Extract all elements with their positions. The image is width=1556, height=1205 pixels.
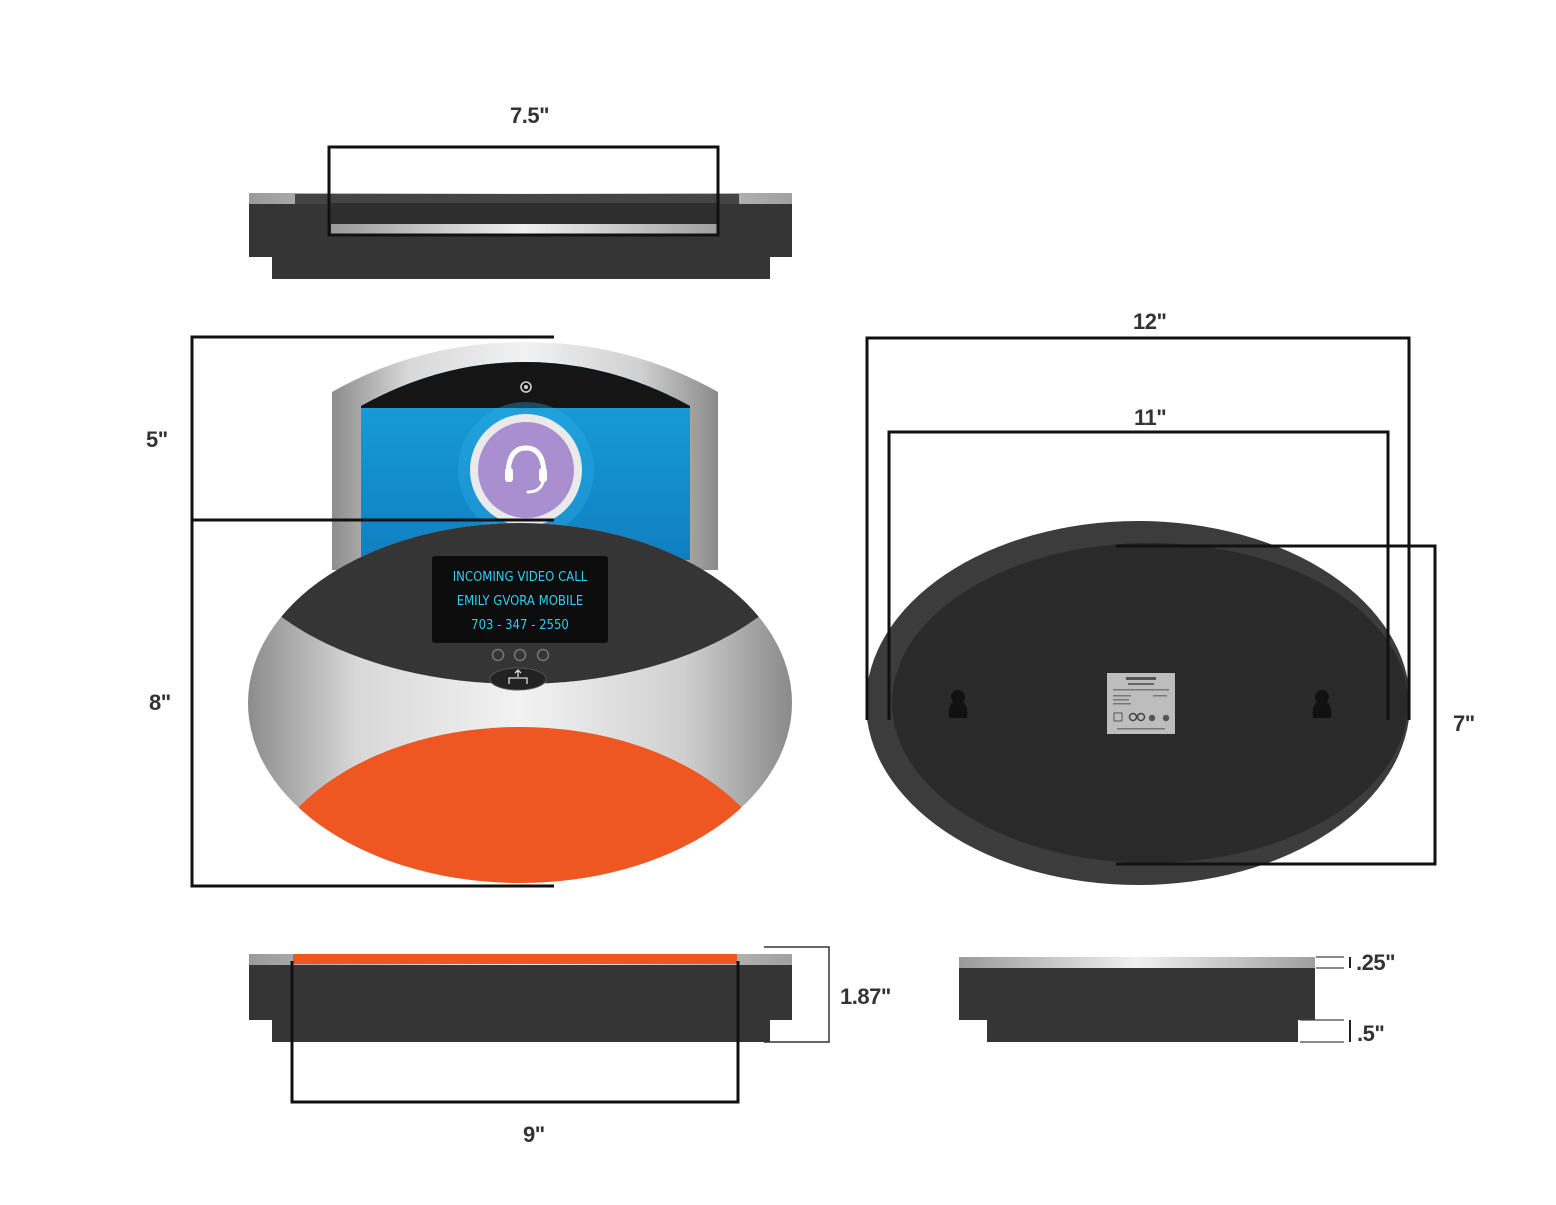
camera-bar — [361, 362, 690, 408]
caller-id-display — [432, 556, 608, 643]
front-view: INCOMING VIDEO CALL EMILY GVORA MOBILE 7… — [190, 335, 792, 888]
top-view-base — [272, 255, 770, 279]
end-view-base — [987, 1018, 1298, 1042]
speaker-grille — [255, 727, 785, 883]
side-height-bracket — [764, 946, 830, 1043]
avatar — [478, 422, 574, 518]
top-view — [249, 145, 792, 279]
product-label — [1107, 673, 1175, 734]
upper-height-label: 5" — [146, 427, 168, 452]
end-view-body — [959, 967, 1315, 1020]
lower-height-label: 8" — [149, 690, 171, 715]
top-view-slot — [295, 194, 739, 204]
side-view-body — [249, 963, 792, 1020]
lip-thickness-label: .25" — [1356, 950, 1396, 975]
foot-height-label: .5" — [1357, 1021, 1385, 1046]
control-button-3[interactable] — [536, 648, 550, 662]
top-width-label: 7.5" — [510, 103, 550, 128]
control-button-1[interactable] — [491, 648, 505, 662]
bottom-view — [865, 336, 1437, 885]
keyhole-icon — [948, 690, 968, 718]
outer-width-label: 12" — [1133, 309, 1167, 334]
side-view-base — [272, 1018, 770, 1042]
keyhole-icon — [1312, 690, 1332, 718]
inner-width-bracket — [887, 430, 1390, 720]
display-line-2: EMILY GVORA MOBILE — [457, 594, 584, 609]
end-view — [959, 956, 1351, 1043]
side-view-speaker — [293, 954, 737, 964]
depth-bracket — [1116, 544, 1437, 866]
display-line-3: 703 - 347 - 2550 — [471, 618, 569, 633]
dock-icon — [508, 669, 528, 684]
end-view-steel-lip — [959, 957, 1315, 968]
lower-height-bracket — [190, 518, 554, 888]
side-base-width-bracket — [290, 961, 740, 1104]
side-base-width-label: 9" — [523, 1122, 545, 1147]
top-view-screen-edge — [331, 203, 717, 224]
side-height-label: 1.87" — [840, 984, 891, 1009]
side-view — [249, 946, 830, 1104]
camera-icon — [520, 381, 532, 393]
top-width-bracket — [327, 145, 720, 237]
inner-width-label: 11" — [1134, 405, 1167, 430]
headset-icon — [505, 445, 547, 494]
outer-width-bracket — [865, 336, 1411, 720]
depth-label: 7" — [1453, 711, 1475, 736]
display-line-1: INCOMING VIDEO CALL — [453, 570, 588, 585]
control-panel — [248, 523, 792, 684]
control-button-2[interactable] — [513, 648, 527, 662]
top-view-screen-steel — [331, 224, 717, 235]
dock-button[interactable] — [489, 667, 547, 691]
